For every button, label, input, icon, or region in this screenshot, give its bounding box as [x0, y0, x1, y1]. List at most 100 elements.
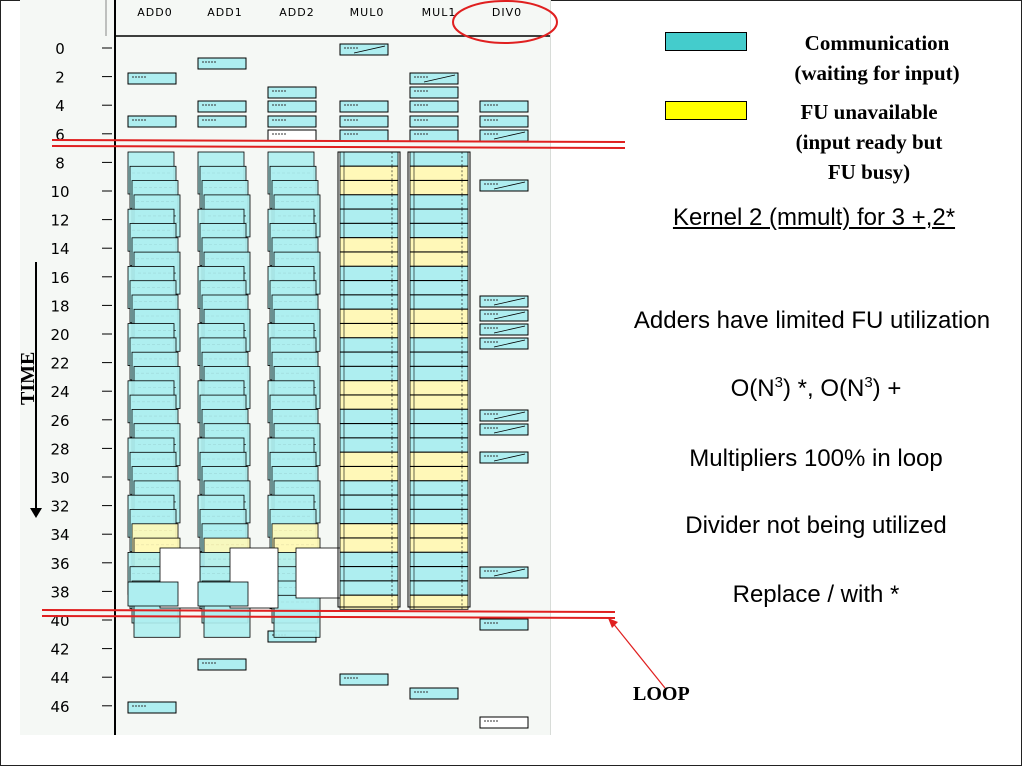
op-block	[127, 72, 177, 85]
op-block	[339, 129, 389, 142]
div-op-block	[479, 309, 529, 322]
time-axis-label: TIME	[17, 351, 39, 405]
mul0-loop-block	[339, 308, 399, 324]
op-block	[479, 618, 529, 631]
add1-loop-block	[197, 581, 249, 607]
mul0-loop-block	[339, 552, 399, 567]
div-op-stroke	[353, 45, 386, 54]
div-op-stroke	[493, 131, 526, 140]
mul1-loop-block	[409, 165, 469, 181]
complexity-post: ) +	[872, 375, 902, 402]
op-block	[267, 115, 317, 128]
column-header: MUL0	[350, 6, 385, 19]
time-tick-label: 40	[50, 612, 69, 630]
mul1-loop-block	[409, 523, 469, 539]
mul1-loop-block	[409, 237, 469, 253]
time-tick-label: 12	[50, 212, 69, 230]
column-header: MUL1	[422, 6, 457, 19]
time-tick-label: 22	[50, 355, 69, 373]
mul1-loop-block	[409, 480, 469, 496]
mul1-loop-block	[409, 494, 469, 510]
mul1-loop-block	[409, 423, 469, 439]
time-tick-label: 38	[50, 583, 69, 601]
mul0-loop-block	[339, 366, 399, 381]
time-tick-label: 46	[50, 698, 69, 716]
div-op-block	[479, 337, 529, 350]
mul1-loop-block	[409, 223, 469, 238]
div-op-block	[479, 423, 529, 436]
time-tick-label: 26	[50, 412, 69, 430]
mul0-loop-block	[339, 194, 399, 210]
div-op-block	[479, 566, 529, 579]
op-block	[127, 701, 177, 714]
bullet-complexity: O(N3) *, O(N3) +	[616, 374, 1016, 403]
mul1-loop-block	[409, 466, 469, 482]
div-op-block	[479, 323, 529, 336]
mul0-loop-block	[339, 265, 399, 281]
mul0-loop-block	[339, 408, 399, 424]
time-tick-label: 0	[55, 40, 65, 58]
div-op-stroke	[493, 311, 526, 320]
legend-communication-line2: (waiting for input)	[794, 61, 960, 85]
mul1-loop-block	[409, 451, 469, 467]
column-header: ADD2	[279, 6, 314, 19]
mul0-loop-block	[339, 208, 399, 224]
op-block	[479, 115, 529, 128]
op-block	[409, 86, 459, 99]
mul1-loop-block	[409, 151, 469, 167]
div-op-block	[479, 451, 529, 464]
mul0-loop-block	[339, 394, 399, 410]
time-tick-label: 18	[50, 297, 69, 315]
div-op-block	[479, 179, 529, 192]
mul0-loop-block	[339, 165, 399, 181]
op-block	[339, 43, 389, 56]
time-tick-label: 44	[50, 669, 69, 687]
mul0-loop-block-frame	[337, 151, 401, 608]
column-header: ADD0	[137, 6, 172, 19]
mul1-loop-block	[409, 280, 469, 296]
op-block	[339, 100, 389, 113]
div-op-stroke	[423, 74, 456, 83]
op-block	[409, 100, 459, 113]
time-tick-label: 16	[50, 269, 69, 287]
complexity-pre: O(N	[730, 375, 775, 402]
op-block	[267, 100, 317, 113]
op-block	[339, 115, 389, 128]
time-tick-label: 42	[50, 641, 69, 659]
op-block	[339, 673, 389, 686]
time-tick-label: 20	[50, 326, 69, 344]
time-tick-label: 36	[50, 555, 69, 573]
mul1-loop-block	[409, 308, 469, 324]
time-tick-label: 2	[55, 69, 65, 87]
op-block	[197, 115, 247, 128]
div-op-stroke	[493, 297, 526, 306]
complexity-mid: ) *, O(N	[782, 375, 865, 402]
div-op-stroke	[493, 411, 526, 420]
mul1-loop-block	[409, 265, 469, 281]
mul1-loop-block-frame	[407, 151, 471, 608]
time-tick-label: 8	[55, 154, 65, 172]
op-block	[127, 115, 177, 128]
time-tick-label: 28	[50, 440, 69, 458]
mul1-loop-block	[409, 194, 469, 210]
legend-communication-line1: Communication	[804, 31, 950, 55]
mul1-loop-block	[409, 294, 469, 310]
div-op-block	[479, 295, 529, 308]
column-header: ADD1	[207, 6, 242, 19]
loop-label: LOOP	[633, 683, 690, 705]
mul1-loop-block	[409, 437, 469, 453]
bullet-divider: Divider not being utilized	[685, 512, 947, 539]
op-block	[197, 100, 247, 113]
op-block	[479, 129, 529, 142]
op-block	[409, 687, 459, 700]
complexity-exp-2: 3	[864, 374, 873, 391]
div-op-stroke	[493, 339, 526, 348]
op-block	[479, 100, 529, 113]
mul0-loop-block	[339, 380, 399, 396]
div-op-stroke	[493, 181, 526, 190]
time-tick-label: 30	[50, 469, 69, 487]
mul1-loop-block	[409, 580, 469, 596]
legend-label-fu-unavailable: FU unavailable (input ready but FU busy)	[758, 97, 980, 187]
